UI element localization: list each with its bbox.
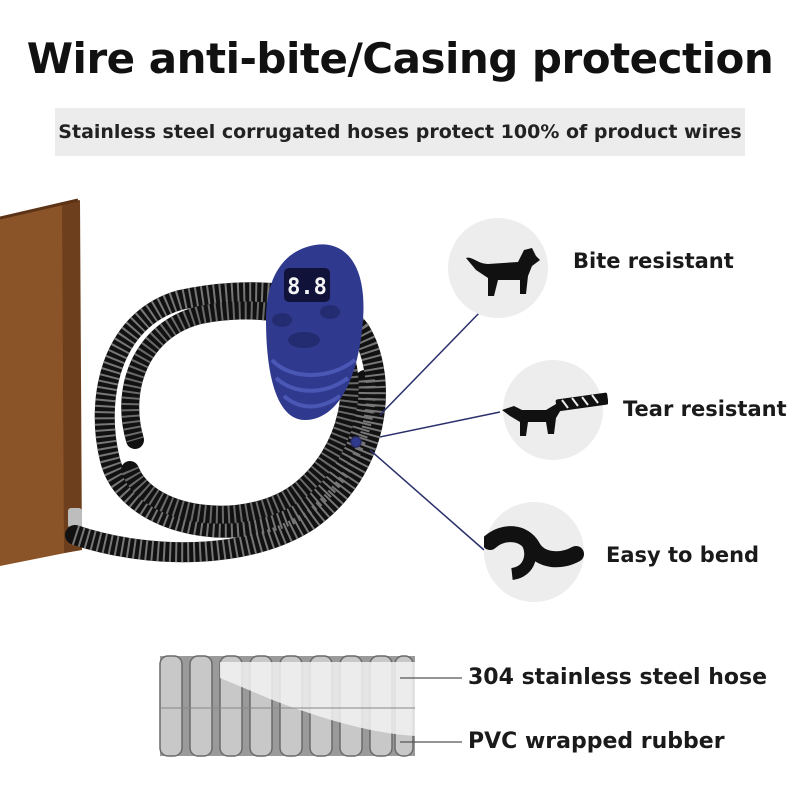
dog-pulling-rope-icon bbox=[502, 360, 608, 460]
subtitle-text: Stainless steel corrugated hoses protect… bbox=[58, 121, 742, 143]
leader-lines bbox=[350, 309, 501, 551]
feature-label-tear-resistant: Tear resistant bbox=[623, 397, 787, 421]
hose-cutaway-diagram bbox=[159, 655, 415, 757]
controller-button-left bbox=[272, 313, 292, 327]
zipper-pull-icon bbox=[68, 508, 82, 528]
remote-controller bbox=[266, 244, 364, 420]
controller-power-button bbox=[288, 332, 320, 348]
dog-icon bbox=[448, 218, 548, 318]
controller-button-right bbox=[320, 305, 340, 319]
feature-label-bite-resistant: Bite resistant bbox=[573, 249, 734, 273]
label-steel-hose: 304 stainless steel hose bbox=[468, 665, 767, 690]
feature-label-easy-to-bend: Easy to bend bbox=[606, 543, 760, 567]
page-title: Wire anti-bite/Casing protection bbox=[26, 34, 774, 83]
bent-hose-icon bbox=[484, 502, 584, 602]
heating-pad bbox=[0, 198, 82, 566]
diagram-leader-lines bbox=[400, 677, 462, 743]
subtitle-banner: Stainless steel corrugated hoses protect… bbox=[55, 108, 745, 156]
label-pvc-rubber: PVC wrapped rubber bbox=[468, 729, 725, 754]
controller-screen bbox=[284, 268, 330, 302]
controller-display-text: 8.8 bbox=[287, 275, 327, 300]
controller-display: 8.8 bbox=[287, 275, 327, 300]
